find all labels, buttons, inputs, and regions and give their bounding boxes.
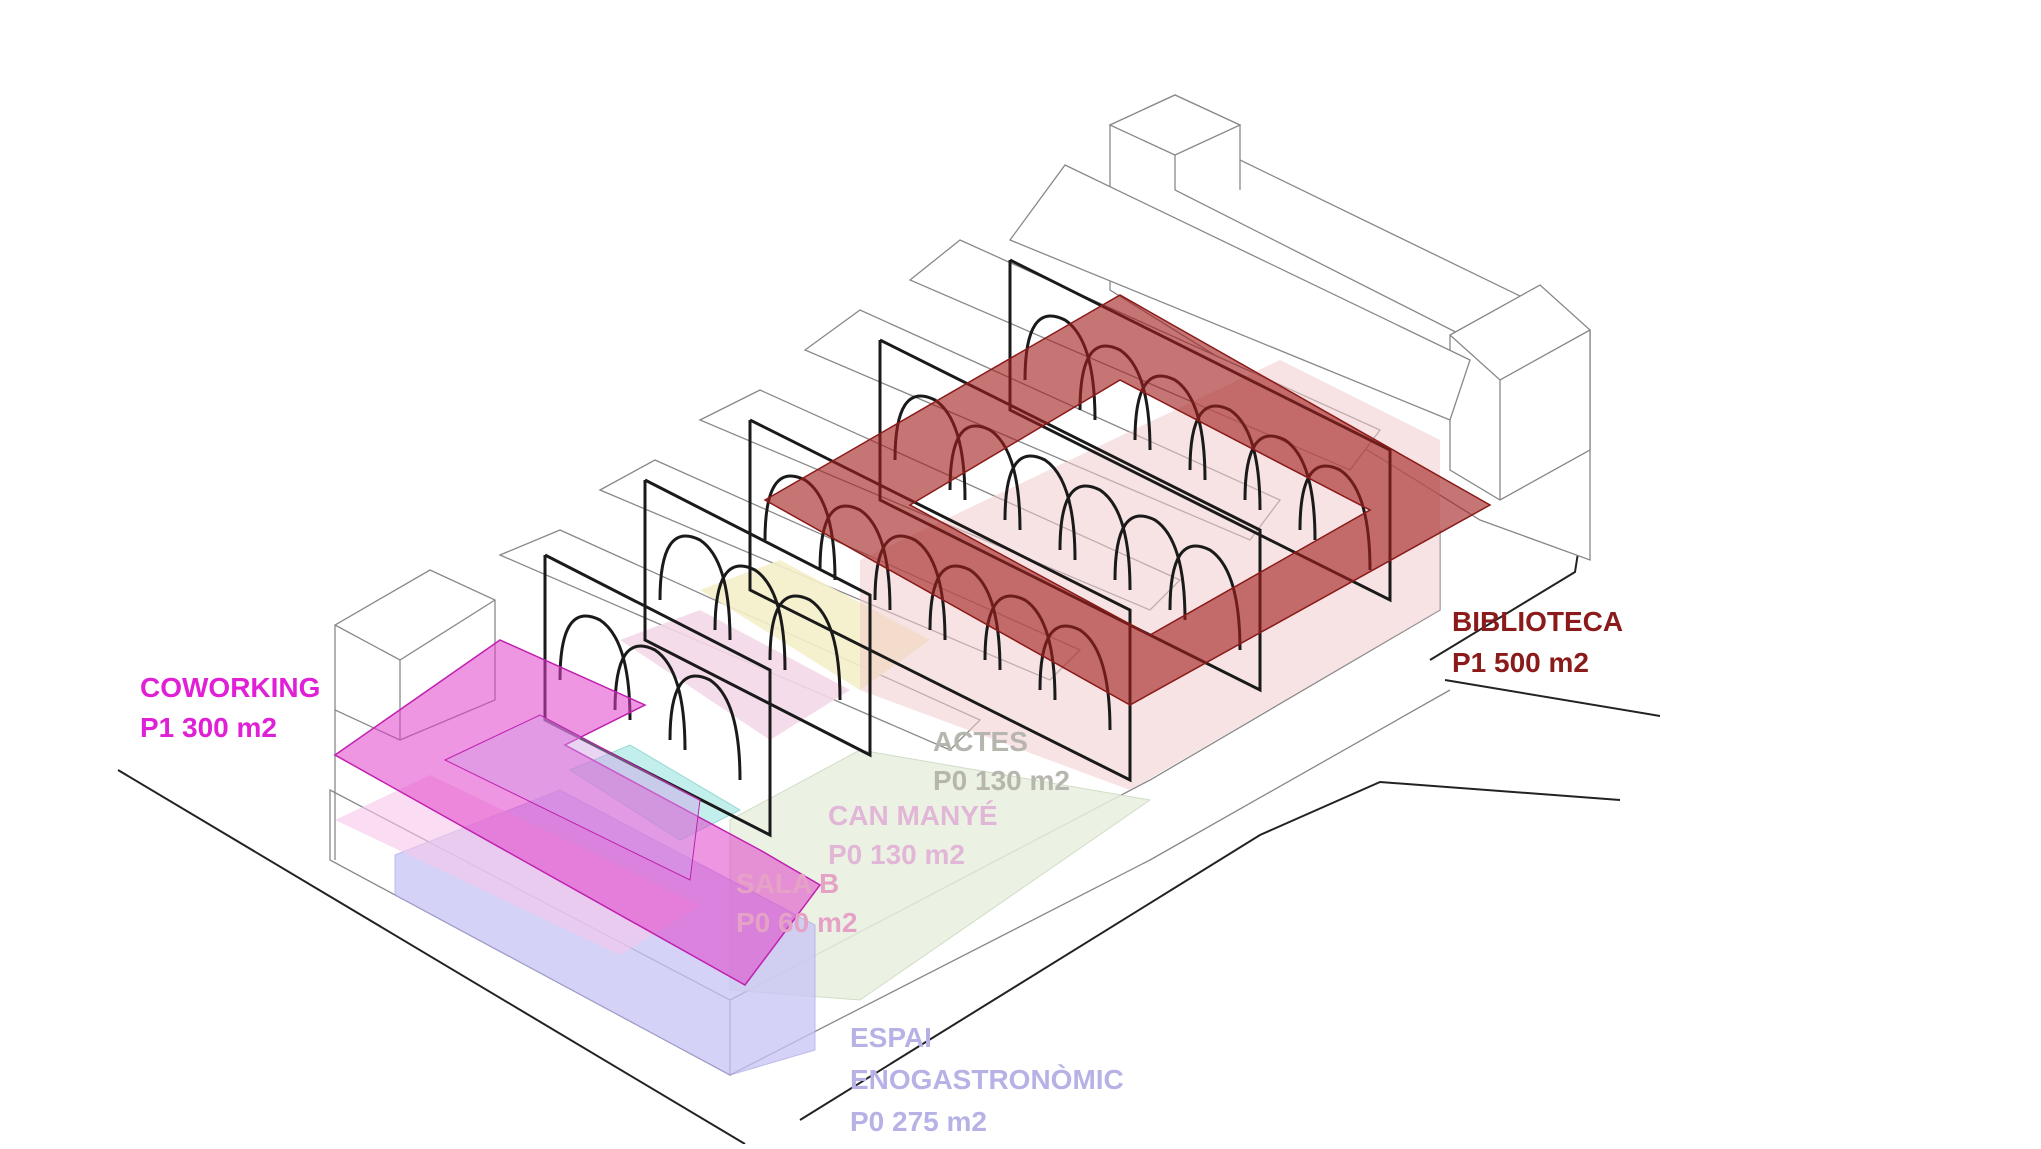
arcade-row-4 bbox=[643, 478, 872, 758]
can-manye-label: CAN MANYÉ bbox=[828, 800, 998, 831]
street-line-bottom bbox=[799, 780, 1621, 1121]
biblioteca-area: P1 500 m2 bbox=[1452, 647, 1589, 678]
can-manye-zone bbox=[620, 610, 850, 740]
street-line-left bbox=[117, 769, 746, 1145]
coworking-slab-inner bbox=[443, 714, 701, 881]
biblioteca-slab bbox=[763, 294, 1492, 706]
actes-label: ACTES bbox=[933, 726, 1028, 757]
espai-area: P0 275 m2 bbox=[850, 1106, 987, 1137]
espai-label-line2: ENOGASTRONÒMIC bbox=[850, 1064, 1124, 1095]
coworking-ground-shadow bbox=[335, 775, 700, 955]
biblioteca-label: BIBLIOTECA bbox=[1452, 606, 1623, 637]
ground-floor-zones bbox=[335, 360, 1440, 1076]
actes-area: P0 130 m2 bbox=[933, 765, 1070, 796]
sala-b-area: P0 60 m2 bbox=[736, 907, 857, 938]
sala-b-label: SALA B bbox=[736, 868, 839, 899]
nave-roof-1 bbox=[1008, 164, 1471, 421]
upper-floor-slabs bbox=[333, 294, 1492, 986]
coworking-slab bbox=[333, 639, 822, 986]
zone-labels: COWORKING P1 300 m2 BIBLIOTECA P1 500 m2… bbox=[140, 606, 1623, 1137]
coworking-label: COWORKING bbox=[140, 672, 320, 703]
espai-label-line1: ESPAI bbox=[850, 1022, 932, 1053]
coworking-area: P1 300 m2 bbox=[140, 712, 277, 743]
street-line-right bbox=[1444, 679, 1661, 717]
right-tower bbox=[1449, 284, 1591, 501]
can-manye-area: P0 130 m2 bbox=[828, 839, 965, 870]
arch-row-4 bbox=[658, 534, 842, 701]
arch-row-5 bbox=[558, 614, 742, 781]
